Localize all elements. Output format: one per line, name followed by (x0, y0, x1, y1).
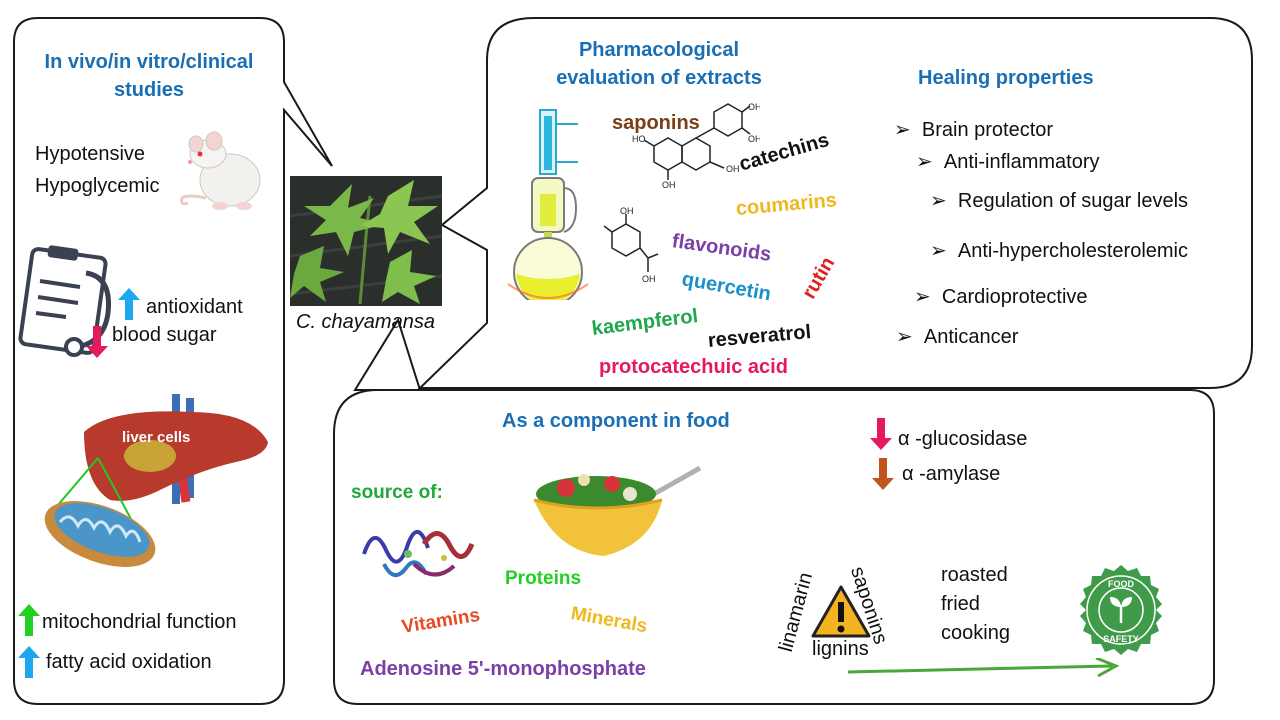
glucosidase-label: α -glucosidase (898, 428, 1028, 450)
blood-sugar-label: blood sugar (112, 324, 217, 346)
amylase-down-arrow-icon (872, 458, 894, 490)
glucosidase-down-arrow-icon (870, 418, 892, 450)
healing-item-label: Anti-inflammatory (943, 151, 1100, 173)
left-panel-title: In vivo/in vitro/clinical studies (44, 51, 254, 101)
pointer-arrow-icon: ➢ (914, 286, 931, 308)
process-arrow (847, 658, 1120, 678)
pointer-arrow-icon: ➢ (930, 190, 947, 212)
pointer-arrow-icon: ➢ (894, 119, 911, 141)
hypoglycemic-label: Hypoglycemic (35, 175, 160, 197)
salad-bowl-icon (533, 465, 702, 556)
healing-item: ➢ Regulation of sugar levels (930, 188, 1188, 213)
processing-roasted: roasted (941, 564, 1008, 586)
left-panel-outline (13, 17, 333, 705)
molecule-label-oh: OH (642, 274, 656, 284)
warning-icon (811, 585, 871, 638)
pointer-arrow-icon: ➢ (916, 151, 933, 173)
molecule-label-oh: OH (726, 164, 740, 174)
processing-cooking: cooking (941, 622, 1010, 644)
fatty-acid-up-arrow-icon (18, 646, 40, 678)
liver-mitochondria-illustration: liver cells (44, 394, 268, 567)
clipboard-stethoscope-icon (18, 245, 112, 357)
molecule-label-oh: OH (620, 206, 634, 216)
food-safety-badge-icon: FOOD SAFETY (1080, 565, 1162, 655)
healing-item: ➢ Brain protector (894, 117, 1053, 142)
healing-item-label: Anti-hypercholesterolemic (957, 240, 1188, 262)
pointer-arrow-icon: ➢ (896, 326, 913, 348)
hypotensive-label: Hypotensive (35, 143, 146, 165)
plant-caption: C. chayamansa (296, 311, 435, 333)
pharma-panel-title: Pharmacological evaluation of extracts (556, 39, 762, 89)
healing-item: ➢ Anti-hypercholesterolemic (930, 238, 1188, 263)
mitochondrial-up-arrow-icon (18, 604, 40, 636)
molecule-label-oh: OH (662, 180, 676, 188)
healing-title: Healing properties (918, 67, 1094, 89)
molecule-label-oh: OH (748, 134, 760, 144)
molecule-label-ho: HO (632, 134, 646, 144)
protocatechuic-acid-label: protocatechuic acid (599, 356, 788, 378)
amylase-label: α -amylase (902, 463, 1001, 485)
rat-icon (180, 131, 261, 210)
saponins-label: saponins (612, 112, 700, 134)
healing-item-label: Regulation of sugar levels (957, 190, 1189, 212)
pointer-arrow-icon: ➢ (930, 240, 947, 262)
antioxidant-label: antioxidant (146, 296, 243, 318)
healing-item-label: Brain protector (921, 119, 1054, 141)
processing-fried: fried (941, 593, 980, 615)
extraction-apparatus-icon (507, 109, 589, 300)
catechin-molecule-icon: HO OH OH OH OH (632, 102, 760, 188)
antioxidant-up-arrow-icon (118, 288, 140, 320)
healing-item: ➢ Anti-inflammatory (916, 149, 1100, 174)
liver-cells-label: liver cells (122, 429, 190, 446)
healing-item: ➢ Cardioprotective (914, 284, 1088, 309)
food-panel-title: As a component in food (502, 410, 730, 432)
healing-item: ➢ Anticancer (896, 324, 1018, 349)
fatty-acid-label: fatty acid oxidation (46, 651, 212, 673)
proteins-label: Proteins (505, 568, 582, 589)
source-of-label: source of: (351, 482, 443, 503)
protocatechuic-molecule-icon: OH OH (603, 206, 659, 284)
plant-photo (290, 176, 442, 306)
amp-label: Adenosine 5'-monophosphate (360, 658, 646, 680)
blood-sugar-down-arrow-icon (86, 326, 108, 358)
molecule-label-oh: OH (748, 102, 760, 112)
healing-item-label: Cardioprotective (941, 286, 1088, 308)
healing-item-label: Anticancer (923, 326, 1019, 348)
food-panel-outline (333, 317, 1215, 705)
mitochondrial-function-label: mitochondrial function (42, 611, 237, 633)
pharma-panel-outline (417, 17, 1253, 389)
lignins-label: lignins (812, 638, 869, 660)
badge-top-label: FOOD (1108, 579, 1134, 589)
badge-bottom-label: SAFETY (1103, 634, 1139, 644)
protein-structure-icon (362, 530, 475, 577)
